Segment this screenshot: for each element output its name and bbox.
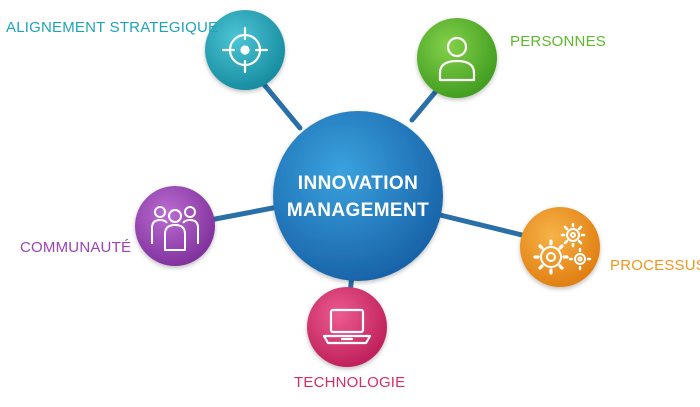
center-title-line1: INNOVATION — [297, 173, 419, 194]
innovation-management-hub — [273, 111, 443, 281]
node-communaute — [135, 186, 215, 266]
label-processus: PROCESSUS — [610, 257, 700, 274]
target-icon — [221, 26, 269, 74]
label-technologie: TECHNOLOGIE — [294, 374, 406, 391]
connector-personnes — [409, 87, 440, 123]
person-icon — [438, 36, 476, 82]
label-communaute: COMMUNAUTÉ — [20, 239, 132, 256]
label-personnes: PERSONNES — [510, 33, 606, 50]
node-processus — [520, 207, 600, 287]
node-personnes — [417, 18, 497, 98]
connector-processus — [437, 212, 529, 239]
label-alignement-strategique: ALIGNEMENT STRATEGIQUE — [6, 19, 219, 36]
center-title-line2: MANAGEMENT — [286, 200, 430, 221]
laptop-icon — [322, 308, 372, 345]
node-alignement-strategique — [205, 10, 285, 90]
community-icon — [151, 206, 199, 251]
connector-communaute — [207, 204, 281, 223]
gears-icon — [533, 222, 592, 275]
node-technologie — [307, 287, 387, 367]
connector-alignement — [259, 79, 303, 131]
center-title: INNOVATION MANAGEMENT — [270, 170, 446, 224]
